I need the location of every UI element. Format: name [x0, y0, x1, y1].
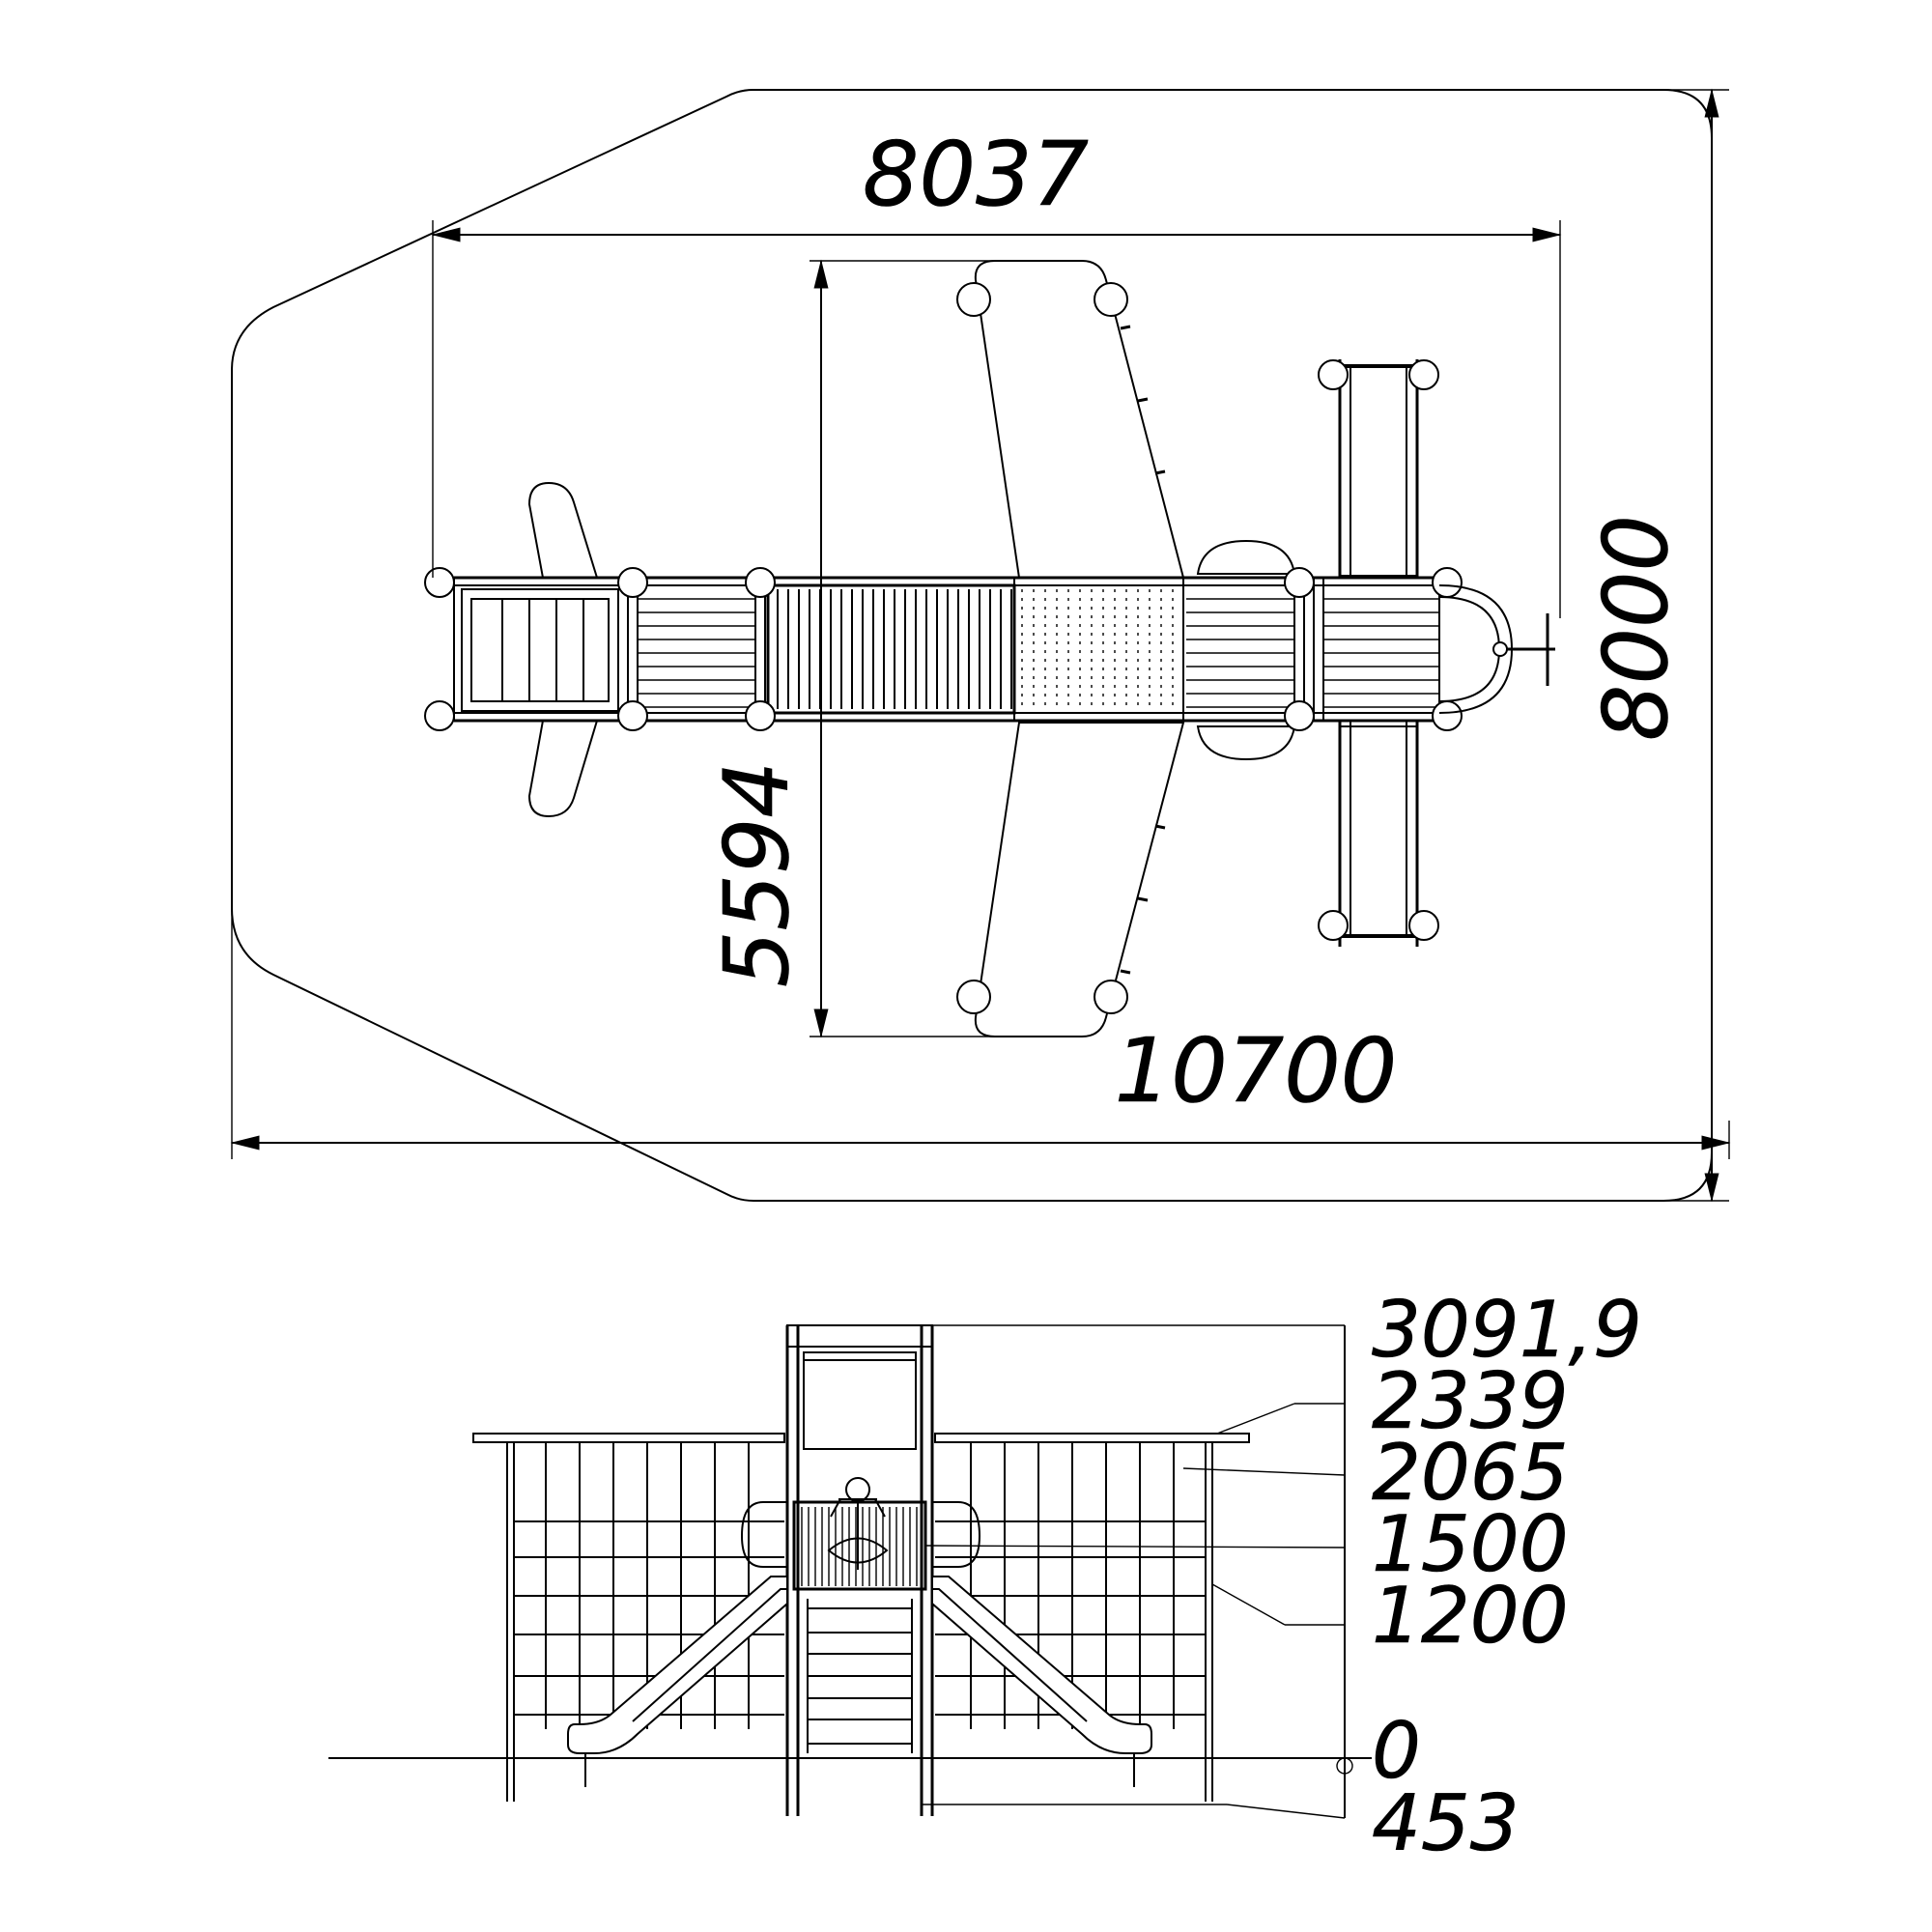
dim-8000: 8000 — [1584, 515, 1688, 741]
level-1500: 1500 — [1372, 1499, 1569, 1589]
fuselage — [424, 567, 1463, 731]
tail-fins — [527, 481, 599, 818]
nose-propeller — [1438, 584, 1555, 714]
engine-pods — [1196, 539, 1296, 761]
plan-dimensions — [230, 88, 1731, 1203]
slides — [567, 1576, 1152, 1787]
elevation-view: 3091,9 2339 2065 1500 1200 0 453 — [328, 1285, 1642, 1868]
left-wing-structure — [506, 1442, 784, 1802]
level-2065: 2065 — [1372, 1428, 1569, 1518]
level-453: 453 — [1372, 1778, 1520, 1868]
level-0: 0 — [1372, 1706, 1421, 1796]
dim-10700: 10700 — [1115, 1019, 1398, 1122]
dim-8037: 8037 — [863, 123, 1089, 226]
tower — [740, 1324, 981, 1816]
main-wings — [956, 260, 1185, 1037]
dim-5594: 5594 — [705, 761, 809, 987]
level-3091-9: 3091,9 — [1372, 1285, 1642, 1375]
elevation-leaders — [922, 1324, 1353, 1819]
level-2339: 2339 — [1372, 1356, 1569, 1446]
level-1200: 1200 — [1372, 1571, 1569, 1661]
plan-view: 8037 10700 8000 5594 — [230, 88, 1731, 1203]
